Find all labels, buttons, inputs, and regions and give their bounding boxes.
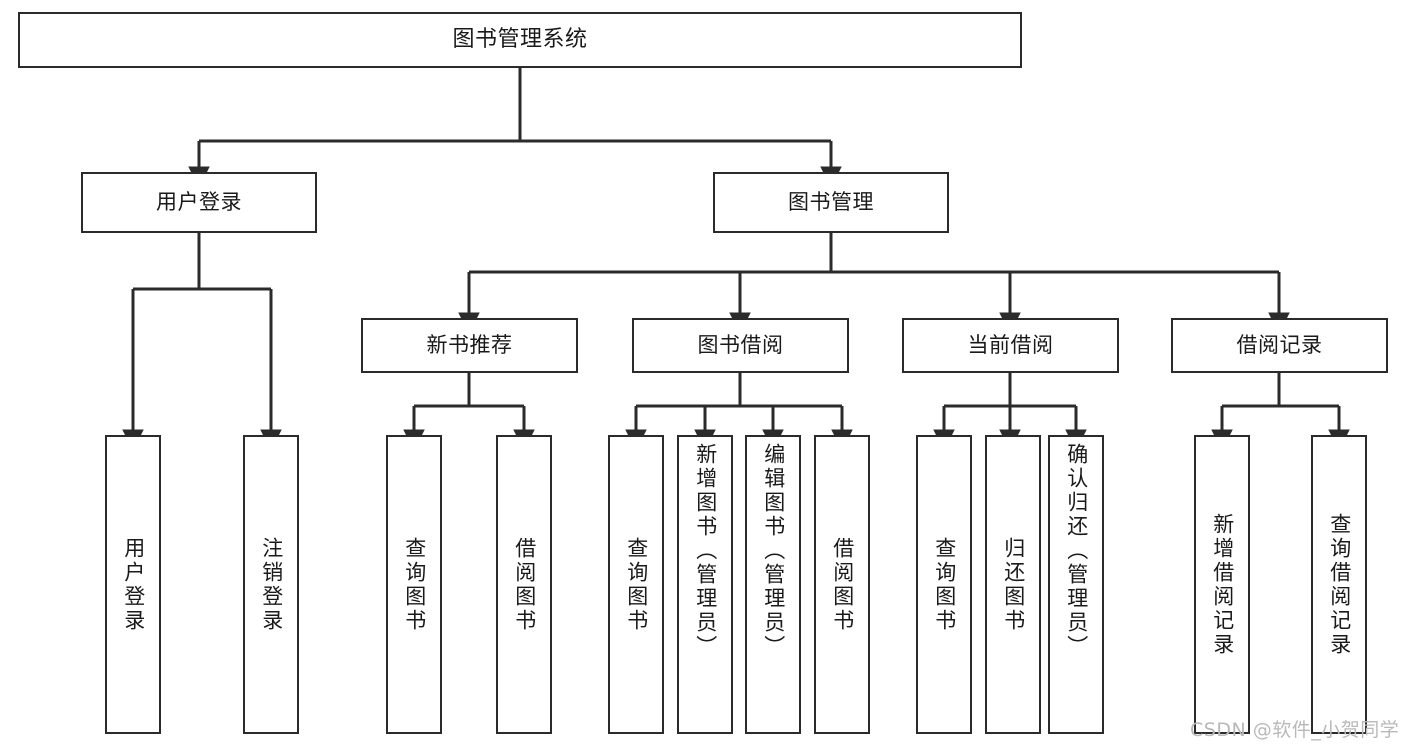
leaf-query-book-new[interactable]: 查询图书 xyxy=(386,435,442,734)
node-label: 图书借阅 xyxy=(697,332,784,357)
leaf-borrow-book-new[interactable]: 借阅图书 xyxy=(496,435,552,734)
node-label: 查询图书 xyxy=(932,536,957,633)
leaf-user-login[interactable]: 用户登录 xyxy=(105,435,161,734)
node-label: 借阅图书 xyxy=(830,536,855,633)
node-current-borrow[interactable]: 当前借阅 xyxy=(902,318,1119,373)
node-label: 新增图书（管理员） xyxy=(693,443,718,659)
node-root-system[interactable]: 图书管理系统 xyxy=(18,12,1022,68)
leaf-add-borrow-record[interactable]: 新增借阅记录 xyxy=(1194,435,1250,734)
leaf-query-book-borrow[interactable]: 查询图书 xyxy=(608,435,664,734)
node-label: 注销登录 xyxy=(259,536,284,633)
leaf-logout-login[interactable]: 注销登录 xyxy=(243,435,299,734)
leaf-add-book-admin[interactable]: 新增图书（管理员） xyxy=(677,435,733,734)
node-label: 借阅记录 xyxy=(1236,332,1323,357)
leaf-return-book[interactable]: 归还图书 xyxy=(985,435,1041,734)
node-borrow-record[interactable]: 借阅记录 xyxy=(1171,318,1388,373)
node-book-borrow[interactable]: 图书借阅 xyxy=(632,318,849,373)
node-label: 用户登录 xyxy=(156,189,242,214)
node-label: 编辑图书（管理员） xyxy=(761,443,786,659)
node-label: 确认归还（管理员） xyxy=(1064,443,1089,659)
leaf-borrow-book[interactable]: 借阅图书 xyxy=(814,435,870,734)
csdn-watermark: CSDN @软件_小贺同学 xyxy=(1190,719,1400,741)
node-label: 用户登录 xyxy=(121,536,146,633)
leaf-query-borrow-record[interactable]: 查询借阅记录 xyxy=(1311,435,1367,734)
node-label: 当前借阅 xyxy=(967,332,1054,357)
node-user-login[interactable]: 用户登录 xyxy=(81,172,317,233)
leaf-edit-book-admin[interactable]: 编辑图书（管理员） xyxy=(745,435,801,734)
node-book-manage[interactable]: 图书管理 xyxy=(713,172,949,233)
node-label: 查询借阅记录 xyxy=(1327,512,1352,657)
leaf-confirm-return-admin[interactable]: 确认归还（管理员） xyxy=(1048,435,1104,734)
node-label: 新增借阅记录 xyxy=(1210,512,1235,657)
node-label: 图书管理系统 xyxy=(452,26,588,52)
node-new-book-recommend[interactable]: 新书推荐 xyxy=(361,318,578,373)
node-label: 归还图书 xyxy=(1001,536,1026,633)
leaf-query-book-current[interactable]: 查询图书 xyxy=(916,435,972,734)
node-label: 借阅图书 xyxy=(512,536,537,633)
node-label: 图书管理 xyxy=(788,189,874,214)
node-label: 查询图书 xyxy=(402,536,427,633)
node-label: 查询图书 xyxy=(624,536,649,633)
node-label: 新书推荐 xyxy=(426,332,513,357)
